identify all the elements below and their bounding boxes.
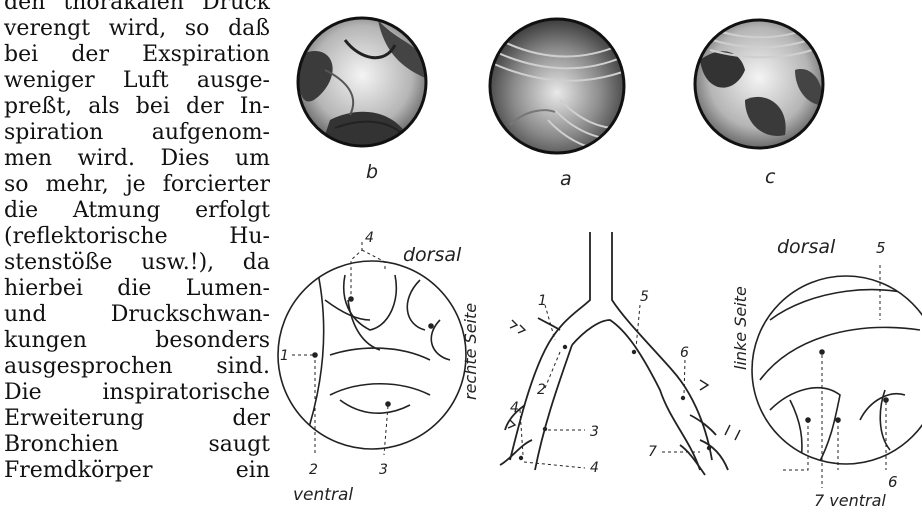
view-label-a: a xyxy=(560,168,572,190)
bronchial-tree-points xyxy=(519,345,711,460)
right-label-dorsal: dorsal xyxy=(403,244,462,266)
right-label-3: 3 xyxy=(379,462,388,478)
endoscopic-view-a xyxy=(490,19,628,153)
schematic-left-leaders xyxy=(780,265,886,488)
tree-label-6: 6 xyxy=(680,345,689,361)
tree-label-2: 2 xyxy=(537,382,546,398)
tree-label-5: 5 xyxy=(640,289,649,305)
right-label-ventral: ventral xyxy=(293,485,353,505)
schematic-left-side xyxy=(752,276,922,470)
right-label-2: 2 xyxy=(309,462,318,478)
endoscopic-view-b xyxy=(298,18,430,150)
right-label-4: 4 xyxy=(365,230,374,246)
tree-label-4b: 4 xyxy=(590,460,599,476)
left-label-5: 5 xyxy=(876,239,886,257)
bronchial-tree-leaders xyxy=(520,305,700,468)
bronchial-tree-marks xyxy=(508,320,740,440)
view-label-b: b xyxy=(366,161,378,183)
view-label-c: c xyxy=(765,166,776,188)
left-label-6: 6 xyxy=(888,473,898,491)
tree-label-3: 3 xyxy=(590,424,599,440)
left-label-side: linke Seite xyxy=(731,286,750,370)
tree-label-4a: 4 xyxy=(510,400,519,416)
right-label-1: 1 xyxy=(280,348,289,364)
left-label-ventral: 7 ventral xyxy=(814,491,886,510)
left-label-dorsal: dorsal xyxy=(777,236,836,258)
right-label-side: rechte Seite xyxy=(461,303,480,400)
endoscopic-view-c xyxy=(695,20,823,148)
bronchial-tree xyxy=(500,232,728,475)
tree-label-7: 7 xyxy=(648,444,657,460)
tree-label-1: 1 xyxy=(538,293,547,309)
